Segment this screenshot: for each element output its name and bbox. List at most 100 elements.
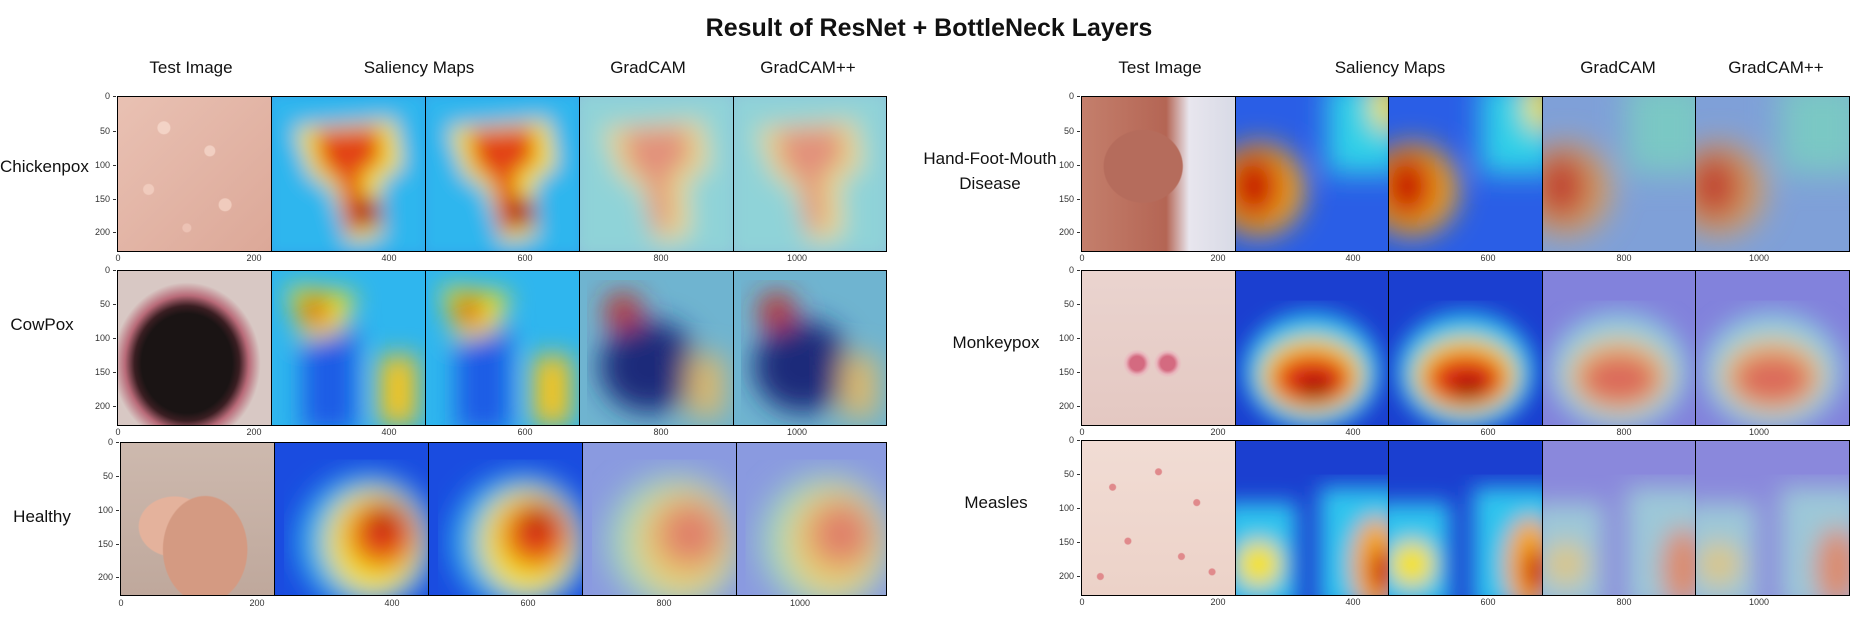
y-tick: 0: [1052, 435, 1080, 445]
saliency-map: [1389, 97, 1543, 251]
figure-title: Result of ResNet + BottleNeck Layers: [705, 14, 1153, 42]
col-header-gradcam: GradCAM: [610, 58, 686, 77]
y-tick: 150: [88, 367, 116, 377]
x-tick: 0: [115, 253, 121, 263]
x-tick: 1000: [789, 598, 811, 608]
x-tick: 200: [1210, 597, 1226, 607]
x-tick: 600: [1480, 427, 1496, 437]
y-tick: 100: [1052, 160, 1080, 170]
x-tick: 400: [1345, 427, 1361, 437]
gradcampp-overlay: [734, 271, 886, 425]
gradcam-overlay: [580, 271, 734, 425]
col-header-test-image: Test Image: [149, 58, 233, 77]
col-header-gradcampp: GradCAM++: [1728, 58, 1824, 77]
x-tick: 400: [1345, 253, 1361, 263]
row-label-hfmd: Hand-Foot-Mouth Disease: [910, 146, 1070, 196]
y-tick: 50: [1052, 126, 1080, 136]
x-tick: 600: [520, 598, 536, 608]
gradcampp-overlay: [734, 97, 886, 251]
image-strip: [117, 270, 887, 426]
test-image-healthy: [121, 443, 275, 595]
col-header-gradcampp: GradCAM++: [760, 58, 856, 77]
x-tick: 0: [1079, 597, 1085, 607]
row-label-measles: Measles: [964, 493, 1028, 512]
row-label-line: Hand-Foot-Mouth: [923, 149, 1057, 168]
image-strip: [117, 96, 887, 252]
col-header-saliency-maps: Saliency Maps: [1334, 58, 1446, 77]
x-tick: 1000: [1748, 427, 1770, 437]
gradcampp-overlay: [1696, 97, 1849, 251]
x-tick: 1000: [1748, 597, 1770, 607]
saliency-map: [1236, 97, 1389, 251]
y-tick: 200: [1052, 401, 1080, 411]
y-tick: 200: [1052, 571, 1080, 581]
x-tick: 400: [381, 253, 397, 263]
gradcam-overlay: [1543, 441, 1696, 595]
x-tick: 0: [1079, 253, 1085, 263]
y-tick: 200: [88, 227, 116, 237]
x-tick: 600: [1480, 597, 1496, 607]
x-tick: 600: [517, 253, 533, 263]
image-strip: [1081, 270, 1850, 426]
row-label-healthy: Healthy: [13, 507, 71, 526]
test-image-measles: [1082, 441, 1236, 595]
y-tick: 100: [1052, 503, 1080, 513]
y-tick: 200: [88, 401, 116, 411]
gradcam-overlay: [1543, 271, 1696, 425]
y-tick: 50: [88, 126, 116, 136]
x-tick: 1000: [786, 427, 808, 437]
saliency-map: [1236, 441, 1389, 595]
row-label-cowpox: CowPox: [10, 315, 74, 334]
x-tick: 200: [1210, 253, 1226, 263]
y-tick: 150: [88, 194, 116, 204]
gradcampp-overlay: [737, 443, 886, 595]
test-image-cowpox: [118, 271, 272, 425]
y-tick: 150: [91, 539, 119, 549]
gradcampp-overlay: [1696, 441, 1849, 595]
x-tick: 200: [249, 598, 265, 608]
image-strip: [1081, 440, 1850, 596]
x-tick: 800: [653, 253, 669, 263]
col-header-gradcam: GradCAM: [1580, 58, 1656, 77]
x-tick: 200: [246, 253, 262, 263]
test-image-chickenpox: [118, 97, 272, 251]
image-strip: [120, 442, 887, 596]
saliency-map: [426, 271, 580, 425]
y-tick: 0: [88, 91, 116, 101]
saliency-map: [1389, 271, 1543, 425]
row-label-line: Disease: [959, 174, 1021, 193]
x-tick: 400: [384, 598, 400, 608]
x-tick: 200: [246, 427, 262, 437]
saliency-map: [272, 97, 426, 251]
row-label-monkeypox: Monkeypox: [952, 333, 1040, 352]
x-tick: 0: [118, 598, 124, 608]
y-tick: 0: [91, 437, 119, 447]
col-header-test-image: Test Image: [1118, 58, 1202, 77]
test-image-hfmd: [1082, 97, 1236, 251]
x-tick: 0: [1079, 427, 1085, 437]
y-tick: 50: [1052, 299, 1080, 309]
y-tick: 200: [1052, 227, 1080, 237]
x-tick: 800: [1616, 427, 1632, 437]
gradcam-overlay: [580, 97, 734, 251]
y-tick: 150: [1052, 367, 1080, 377]
test-image-monkeypox: [1082, 271, 1236, 425]
saliency-map: [429, 443, 583, 595]
row-label-chickenpox: Chickenpox: [0, 157, 89, 176]
saliency-map: [1389, 441, 1543, 595]
y-tick: 50: [88, 299, 116, 309]
saliency-map: [272, 271, 426, 425]
x-tick: 400: [1345, 597, 1361, 607]
y-tick: 100: [88, 333, 116, 343]
x-tick: 600: [1480, 253, 1496, 263]
saliency-map: [426, 97, 580, 251]
y-tick: 200: [91, 572, 119, 582]
y-tick: 50: [1052, 469, 1080, 479]
x-tick: 600: [517, 427, 533, 437]
y-tick: 0: [88, 265, 116, 275]
saliency-map: [275, 443, 429, 595]
x-tick: 800: [656, 598, 672, 608]
y-tick: 150: [1052, 537, 1080, 547]
y-tick: 0: [1052, 91, 1080, 101]
x-tick: 800: [1616, 597, 1632, 607]
